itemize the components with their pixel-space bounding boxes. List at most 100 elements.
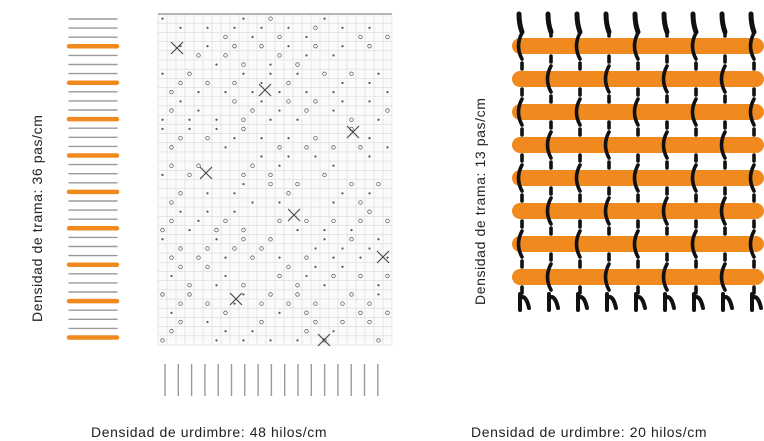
weave-mark-dot — [341, 247, 344, 250]
weave-mark-ring — [169, 108, 174, 113]
weave-mark-ring — [187, 283, 192, 288]
weave-mark-dot — [305, 54, 308, 57]
warp-thread-over — [719, 130, 727, 160]
weave-mark-dot — [260, 81, 263, 85]
weave-cross-mark — [229, 292, 243, 306]
weave-mark-dot — [224, 274, 227, 278]
weave-mark-ring — [340, 319, 345, 325]
weft-thread-band — [512, 236, 764, 252]
weave-mark-ring — [367, 44, 372, 49]
weave-mark-ring — [160, 227, 165, 233]
weave-mark-dot — [269, 72, 272, 75]
weave-mark-ring — [241, 117, 246, 122]
weave-mark-ring — [295, 283, 300, 288]
warp-thread-top — [748, 11, 757, 35]
weave-mark-ring — [205, 246, 210, 251]
warp-thread-over — [574, 163, 582, 193]
weave-mark-dot — [233, 137, 236, 140]
right-warp-density-label: Densidad de urdimbre: 20 hilos/cm — [471, 424, 708, 440]
weave-mark-ring — [313, 319, 318, 325]
weave-cross-mark — [376, 250, 390, 264]
weave-mark-dot — [332, 54, 335, 57]
weave-mark-dot — [368, 247, 371, 250]
weave-mark-ring — [232, 44, 237, 49]
weave-mark-ring — [250, 108, 255, 113]
weave-mark-ring — [268, 181, 273, 187]
weave-mark-ring — [268, 237, 273, 242]
weave-mark-ring — [385, 108, 390, 113]
weave-mark-ring — [331, 145, 336, 150]
weave-mark-ring — [178, 319, 183, 325]
warp-thread-over — [661, 262, 669, 292]
weave-mark-ring — [232, 246, 237, 251]
weave-mark-dot — [251, 91, 254, 94]
weave-mark-dot — [179, 26, 182, 29]
weave-cross-mark — [170, 41, 184, 55]
weave-mark-dot — [260, 100, 263, 103]
weave-mark-dot — [215, 284, 218, 287]
weave-mark-dot — [323, 238, 326, 241]
weave-mark-ring — [223, 218, 228, 224]
weave-cross-mark — [258, 83, 272, 97]
weave-mark-ring — [358, 310, 363, 315]
weave-cross-mark — [199, 166, 213, 180]
weave-mark-ring — [160, 292, 165, 297]
weave-mark-ring — [313, 135, 318, 141]
fine-weft-thread-stack — [66, 18, 120, 340]
weave-mark-ring — [322, 338, 327, 343]
weave-mark-dot — [305, 35, 308, 39]
weave-mark-ring — [313, 25, 318, 30]
weave-mark-dot — [332, 91, 335, 94]
weave-mark-ring — [313, 99, 318, 104]
weave-mark-ring — [313, 301, 318, 306]
warp-thread-over — [574, 31, 582, 61]
weave-mark-dot — [359, 256, 362, 259]
weave-mark-dot — [377, 118, 380, 121]
weft-thread-band — [512, 71, 764, 87]
weave-mark-ring — [178, 80, 183, 86]
warp-thread-over — [603, 262, 611, 292]
weave-mark-dot — [206, 210, 209, 213]
weave-mark-dot — [206, 26, 209, 29]
weave-mark-dot — [278, 91, 281, 94]
weave-mark-ring — [277, 273, 282, 279]
weave-mark-ring — [205, 301, 210, 306]
weave-mark-ring — [349, 292, 354, 297]
weave-mark-ring — [385, 310, 390, 315]
weave-mark-ring — [277, 53, 282, 58]
warp-thread-over — [719, 64, 727, 94]
coarse-woven-fabric — [512, 11, 764, 312]
weave-mark-dot — [341, 81, 344, 85]
warp-thread-bottom — [605, 292, 618, 312]
weave-mark-dot — [341, 100, 344, 103]
weave-mark-dot — [368, 192, 371, 195]
weave-mark-dot — [332, 330, 335, 333]
weave-mark-dot — [251, 330, 254, 333]
weave-mark-dot — [350, 228, 353, 232]
weave-mark-dot — [215, 238, 218, 241]
weave-mark-dot — [242, 17, 245, 20]
warp-thread-bottom — [518, 292, 531, 312]
weave-mark-dot — [251, 201, 254, 204]
weave-mark-ring — [304, 108, 309, 113]
warp-thread-over — [719, 262, 727, 292]
left-warp-density-label: Densidad de urdimbre: 48 hilos/cm — [91, 424, 328, 440]
weave-cross-mark — [346, 125, 360, 139]
weave-mark-dot — [224, 146, 227, 149]
weave-mark-dot — [278, 256, 281, 259]
weave-mark-dot — [368, 155, 371, 158]
weave-mark-dot — [161, 17, 164, 20]
warp-thread-over — [632, 229, 640, 259]
weave-mark-ring — [259, 301, 264, 306]
weave-mark-ring — [241, 62, 246, 67]
weave-mark-ring — [331, 273, 336, 279]
warp-thread-top — [574, 11, 583, 35]
weave-mark-dot — [287, 45, 290, 48]
weave-mark-ring — [196, 163, 201, 168]
weave-pattern-grid — [157, 13, 393, 347]
weave-mark-ring — [178, 264, 183, 269]
weave-mark-dot — [341, 45, 344, 48]
warp-thread-over — [516, 31, 524, 61]
weft-thread-band — [512, 269, 764, 285]
weave-mark-dot — [296, 118, 299, 121]
